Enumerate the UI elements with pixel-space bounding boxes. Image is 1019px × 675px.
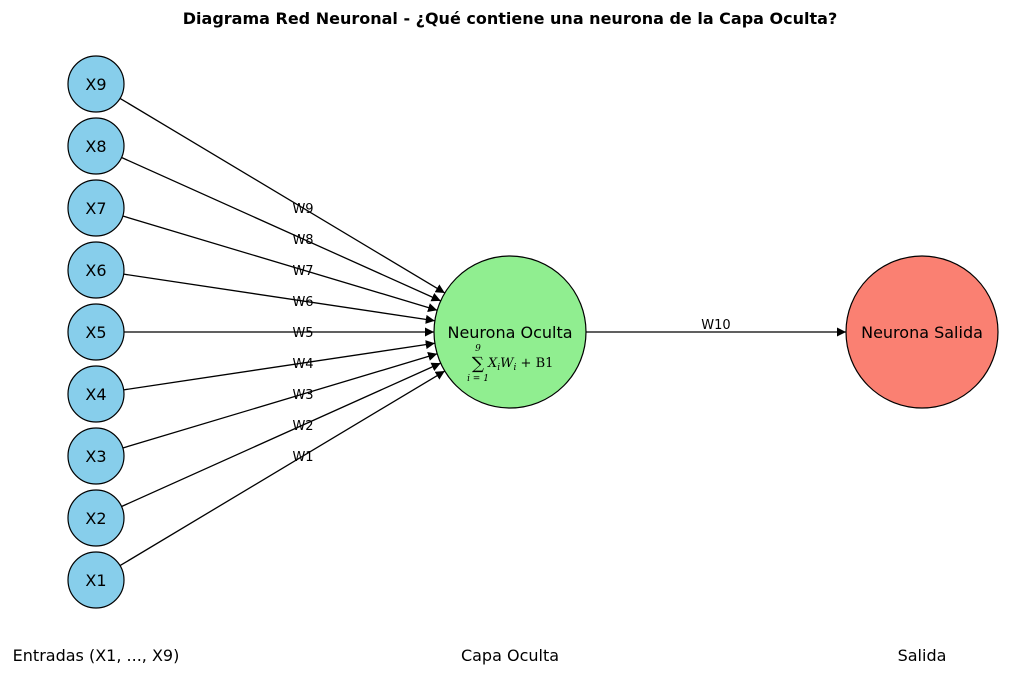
output-section-label: Salida [898, 646, 947, 665]
hidden-neuron [433, 255, 587, 409]
input-node-label-x7: X7 [85, 199, 106, 218]
edge-x1-to-hidden [119, 370, 446, 567]
input-node-label-x1: X1 [85, 571, 106, 590]
input-node-label-x6: X6 [85, 261, 106, 280]
weight-label-w3: W3 [292, 388, 313, 403]
formula-body: XiWi + B1 [487, 356, 553, 373]
weight-label-w7: W7 [292, 264, 313, 279]
input-node-x3 [67, 427, 125, 485]
input-node-x2 [67, 489, 125, 547]
input-node-label-x8: X8 [85, 137, 106, 156]
input-node-label-x5: X5 [85, 323, 106, 342]
hidden-formula: 9 ∑ i = 1 XiWi + B1 [467, 344, 553, 384]
weight-label-w2: W2 [292, 419, 313, 434]
weight-label-w9: W9 [292, 202, 313, 217]
output-neuron-label: Neurona Salida [861, 323, 983, 342]
output-weight-label: W10 [701, 318, 730, 333]
edge-x8-to-hidden [121, 156, 441, 302]
hidden-neuron-label: Neurona Oculta [447, 323, 572, 342]
input-node-x7 [67, 179, 125, 237]
edge-x4-to-hidden [123, 340, 435, 391]
diagram-title: Diagrama Red Neuronal - ¿Qué contiene un… [183, 9, 837, 28]
edge-x2-to-hidden [121, 362, 441, 508]
edge-x3-to-hidden [122, 352, 438, 449]
weight-label-w4: W4 [292, 357, 313, 372]
weight-label-w8: W8 [292, 233, 313, 248]
inputs-section-label: Entradas (X1, ..., X9) [13, 646, 180, 665]
edge-x9-to-hidden [119, 97, 446, 294]
input-node-x8 [67, 117, 125, 175]
weight-label-w5: W5 [292, 326, 313, 341]
edge-x6-to-hidden [123, 273, 435, 324]
input-node-label-x2: X2 [85, 509, 106, 528]
output-neuron [845, 255, 999, 409]
input-node-x9 [67, 55, 125, 113]
sum-upper-limit: 9 [475, 344, 481, 354]
input-node-x5 [67, 303, 125, 361]
input-node-x4 [67, 365, 125, 423]
sigma-symbol: ∑ [472, 354, 484, 374]
input-edges [119, 97, 446, 567]
input-node-label-x3: X3 [85, 447, 106, 466]
weight-label-w6: W6 [292, 295, 313, 310]
input-node-x6 [67, 241, 125, 299]
input-node-label-x9: X9 [85, 75, 106, 94]
edge-x7-to-hidden [122, 215, 438, 312]
sum-lower-limit: i = 1 [467, 374, 489, 384]
input-node-label-x4: X4 [85, 385, 106, 404]
weight-label-w1: W1 [292, 450, 313, 465]
input-node-x1 [67, 551, 125, 609]
hidden-section-label: Capa Oculta [461, 646, 559, 665]
